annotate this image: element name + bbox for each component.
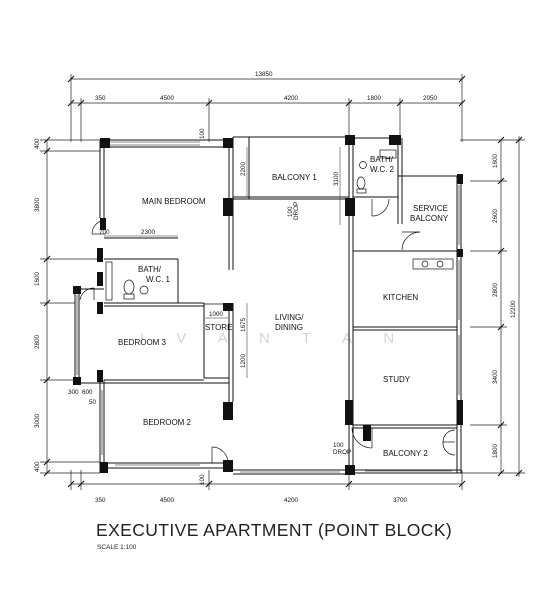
- dim-bottom-3: 4200: [284, 497, 299, 504]
- dim-right-3: 2800: [492, 282, 499, 297]
- structural-columns: [73, 135, 463, 475]
- dim-50: 50: [89, 399, 97, 406]
- dim-left-6: 400: [34, 461, 41, 472]
- dim-top-1: 350: [95, 95, 106, 102]
- dim-right-2: 2600: [492, 208, 499, 223]
- dim-bottom-4: 3700: [393, 497, 408, 504]
- plan-title: EXECUTIVE APARTMENT (POINT BLOCK): [96, 520, 453, 540]
- dim-right-1: 1600: [492, 153, 499, 168]
- dim-1675: 1675: [240, 317, 247, 332]
- label-balcony-1: BALCONY 1: [272, 173, 317, 182]
- dim-100-top: 100: [199, 128, 206, 139]
- doors: [79, 198, 456, 464]
- dim-1200: 1200: [240, 353, 247, 368]
- dim-3100: 3100: [333, 171, 340, 186]
- dim-600: 600: [82, 389, 93, 396]
- dim-left-2: 3800: [34, 197, 41, 212]
- dim-top-3: 4200: [284, 95, 299, 102]
- dimension-ticks: [43, 75, 523, 488]
- dim-100-bottom: 100: [199, 474, 206, 485]
- dim-2300: 2300: [141, 229, 156, 236]
- interior-dimension-lines: [104, 147, 341, 378]
- label-living-b: DINING: [275, 323, 303, 332]
- dim-top-2: 4500: [160, 95, 175, 102]
- watermark-text: I V A N T A N: [140, 330, 408, 347]
- label-bedroom-3: BEDROOM 3: [118, 338, 167, 347]
- label-bath-2a: BATH/: [370, 155, 394, 164]
- label-bath-1a: BATH/: [138, 265, 162, 274]
- label-service-b: BALCONY: [410, 214, 449, 223]
- dim-top-4: 1800: [367, 95, 382, 102]
- dim-total-width: 13850: [255, 71, 273, 78]
- dim-left-4: 2800: [34, 334, 41, 349]
- dim-right-4: 3400: [492, 369, 499, 384]
- dim-top-5: 2050: [423, 95, 438, 102]
- label-store: STORE: [205, 323, 232, 332]
- dim-left-5: 3000: [34, 413, 41, 428]
- dim-left-1: 400: [34, 138, 41, 149]
- label-main-bedroom: MAIN BEDROOM: [142, 197, 206, 206]
- drop-1-value: 100: [287, 206, 294, 217]
- dimension-lines: [40, 74, 525, 490]
- drop-1-label: DROP: [293, 202, 300, 220]
- dim-bottom-1: 350: [95, 497, 106, 504]
- wall-lines: [74, 136, 462, 475]
- dim-bottom-2: 4500: [160, 497, 175, 504]
- windows: [76, 141, 460, 473]
- label-bath-2b: W.C. 2: [370, 165, 395, 174]
- dim-1000: 1000: [209, 311, 224, 318]
- sanitary-fixtures: [105, 149, 454, 301]
- label-balcony-2: BALCONY 2: [383, 449, 428, 458]
- label-bedroom-2: BEDROOM 2: [143, 418, 192, 427]
- dim-left-3: 1600: [34, 271, 41, 286]
- drop-2-value: 100: [333, 442, 344, 449]
- dim-right-5: 1800: [492, 443, 499, 458]
- dim-total-height: 12200: [510, 300, 517, 318]
- dim-300: 300: [68, 389, 79, 396]
- label-bath-1b: W.C. 1: [146, 275, 171, 284]
- label-living-a: LIVING/: [275, 313, 304, 322]
- label-kitchen: KITCHEN: [383, 293, 418, 302]
- label-study: STUDY: [383, 375, 411, 384]
- scale-label: SCALE 1:100: [97, 544, 137, 551]
- drop-2-label: DROP: [333, 449, 351, 456]
- dim-2200: 2200: [240, 161, 247, 176]
- label-service-a: SERVICE: [413, 204, 448, 213]
- dim-700: 700: [99, 229, 110, 236]
